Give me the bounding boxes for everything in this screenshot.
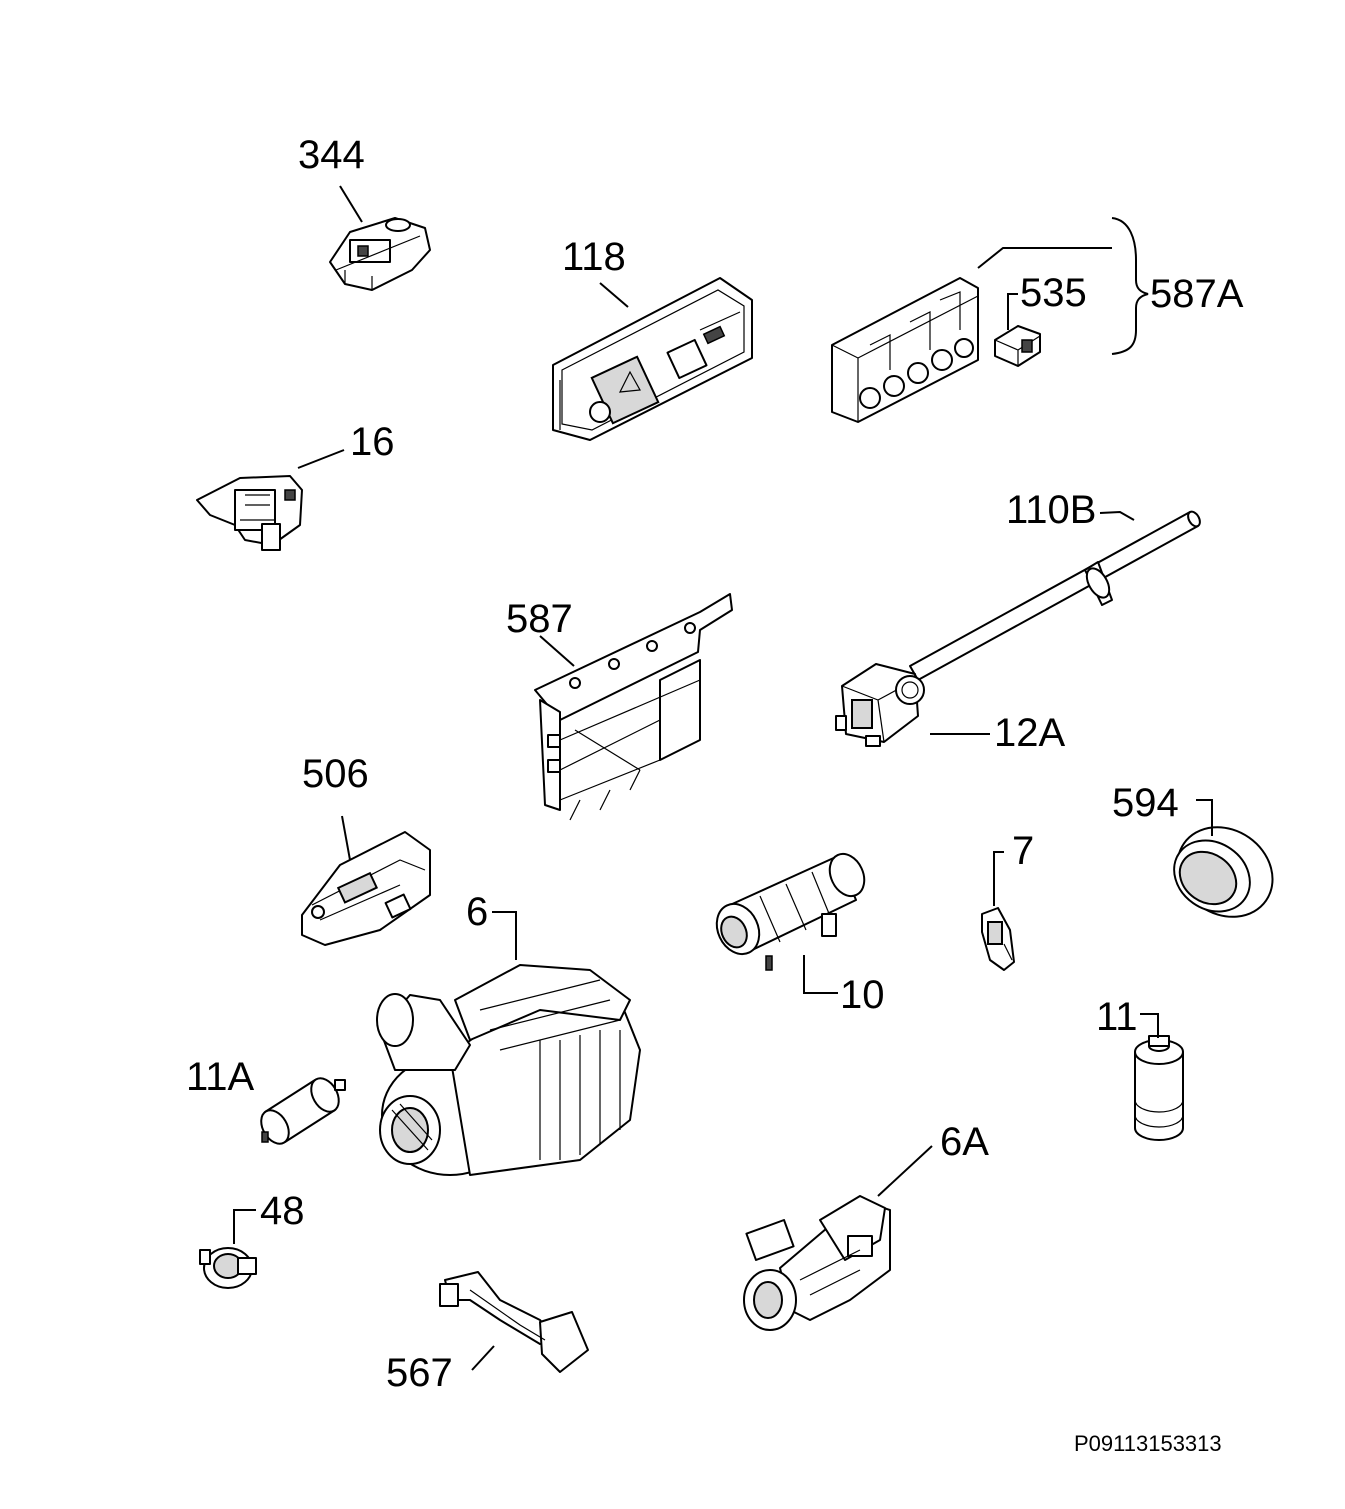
part-12A-drawing[interactable]	[835, 663, 925, 747]
part-110B-drawing[interactable]	[909, 510, 1202, 681]
label-48: 48	[260, 1189, 305, 1233]
leader-506	[341, 815, 351, 861]
part-344-drawing[interactable]	[329, 217, 431, 291]
label-118: 118	[562, 235, 626, 279]
leader-594	[1196, 799, 1213, 836]
part-48-drawing[interactable]	[199, 1247, 257, 1289]
leader-535	[1007, 293, 1018, 330]
part-587A-drawing[interactable]	[831, 277, 979, 423]
leader-110B	[1099, 510, 1135, 521]
part-587-drawing[interactable]	[534, 593, 733, 821]
leader-7	[993, 851, 1004, 906]
label-506: 506	[302, 752, 369, 796]
leader-118	[599, 282, 629, 308]
part-118-drawing[interactable]	[552, 277, 753, 441]
leader-344	[339, 185, 363, 223]
leader-567	[471, 1345, 495, 1371]
brace-587A	[1111, 217, 1149, 355]
leader-11	[1140, 1013, 1159, 1038]
label-110B: 110B	[1006, 488, 1096, 532]
part-11A-drawing[interactable]	[256, 1073, 346, 1148]
label-594: 594	[1112, 781, 1179, 825]
label-12A: 12A	[994, 711, 1065, 755]
label-587A: 587A	[1150, 272, 1244, 316]
label-11A: 11A	[186, 1055, 255, 1099]
label-344: 344	[298, 133, 365, 177]
label-6A: 6A	[940, 1120, 989, 1164]
part-567-drawing[interactable]	[439, 1271, 589, 1373]
leader-10	[803, 955, 838, 994]
label-587: 587	[506, 597, 573, 641]
part-16-drawing[interactable]	[196, 475, 303, 551]
part-10-drawing[interactable]	[709, 848, 871, 971]
leader-587	[539, 635, 575, 667]
label-567: 567	[386, 1351, 453, 1395]
label-16: 16	[350, 420, 395, 464]
part-6A-drawing[interactable]	[743, 1195, 891, 1331]
part-11-drawing[interactable]	[1134, 1035, 1184, 1141]
label-10: 10	[840, 973, 885, 1017]
leader-6	[492, 911, 517, 960]
part-6-drawing[interactable]	[376, 964, 641, 1176]
label-6: 6	[466, 890, 488, 934]
label-7: 7	[1012, 829, 1034, 873]
part-535-drawing[interactable]	[994, 325, 1041, 367]
leader-16	[297, 449, 345, 469]
part-7-drawing[interactable]	[981, 907, 1015, 971]
drawing-code: P09113153313	[1074, 1431, 1222, 1456]
part-594-drawing[interactable]	[1160, 809, 1290, 935]
part-506-drawing[interactable]	[301, 831, 431, 946]
leader-48	[233, 1209, 256, 1244]
label-11: 11	[1096, 995, 1138, 1039]
leader-587A-line	[977, 247, 1112, 269]
label-535: 535	[1020, 271, 1087, 315]
leader-6A	[877, 1145, 933, 1197]
